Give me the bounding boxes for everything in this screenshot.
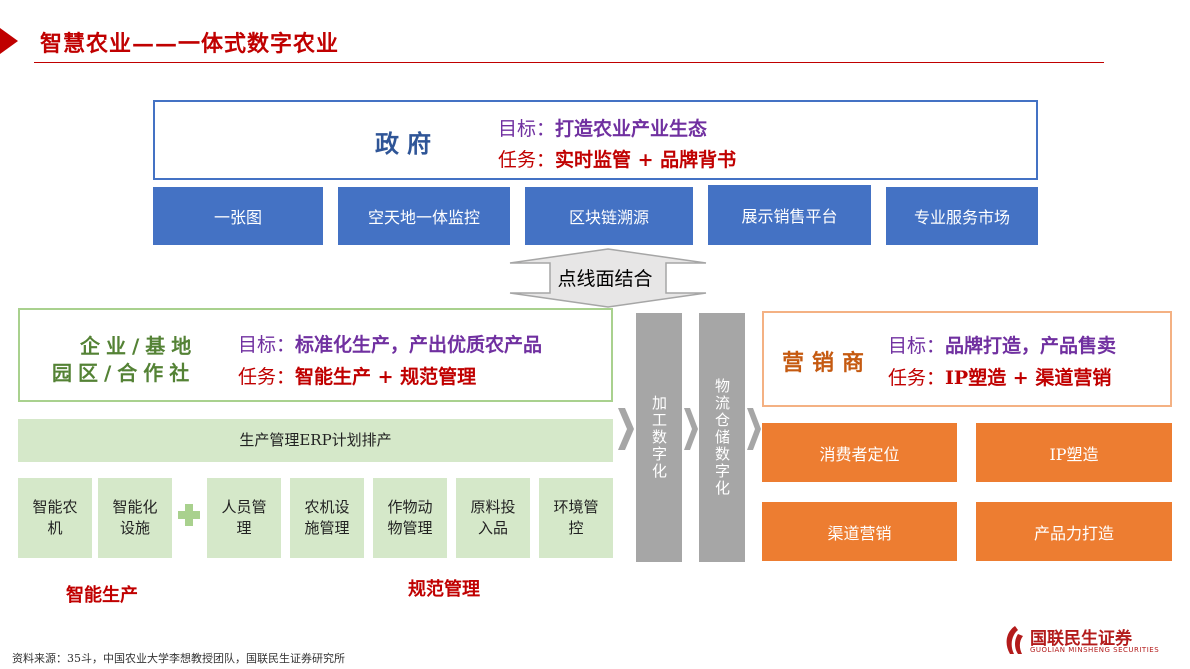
- government-task-value: 实时监管 + 品牌背书: [555, 149, 737, 171]
- chevron-right-icon: [618, 408, 634, 450]
- marketer-task: 任务：IP塑造 + 渠道营销: [888, 363, 1111, 390]
- enterprise-name-line2: 园区/合作社: [52, 361, 196, 385]
- marketer-name: 营销商: [782, 350, 873, 376]
- smart-production-label: 智能生产: [66, 585, 138, 606]
- item-raw-inputs: 原料投入品: [456, 478, 530, 558]
- item-personnel: 人员管理: [207, 478, 281, 558]
- marketer-box: [762, 311, 1172, 407]
- source-note: 资料来源：35斗，中国农业大学李想教授团队，国联民生证券研究所: [12, 652, 345, 665]
- item-smart-machinery: 智能农机: [18, 478, 92, 558]
- standard-mgmt-label: 规范管理: [408, 579, 480, 600]
- erp-bar: 生产管理ERP计划排产: [18, 419, 613, 462]
- item-machinery-mgmt: 农机设施管理: [290, 478, 364, 558]
- enterprise-goal-value: 标准化生产，产出优质农产品: [295, 334, 543, 356]
- gov-box-service-market: 专业服务市场: [886, 187, 1038, 245]
- marketer-goal: 目标：品牌打造，产品售卖: [888, 331, 1116, 358]
- gov-box-map: 一张图: [153, 187, 323, 245]
- company-logo-name: 国联民生证券: [1030, 629, 1132, 649]
- mkt-box-consumer-positioning: 消费者定位: [762, 423, 957, 482]
- government-goal-value: 打造农业产业生态: [555, 118, 708, 140]
- gov-box-monitoring: 空天地一体监控: [338, 187, 510, 245]
- chevron-right-icon: [684, 408, 698, 450]
- enterprise-goal: 目标：标准化生产，产出优质农产品: [238, 330, 542, 357]
- marketer-task-label: 任务：: [888, 367, 946, 389]
- processing-digitization: 加工数字化: [636, 313, 682, 562]
- government-goal-label: 目标：: [498, 118, 556, 140]
- enterprise-name-line1: 企业/基地: [80, 334, 198, 358]
- page-title: 智慧农业——一体式数字农业: [40, 31, 340, 57]
- government-task: 任务：实时监管 + 品牌背书: [498, 145, 736, 172]
- company-logo-subtitle: GUOLIAN MINSHENG SECURITIES: [1030, 646, 1160, 654]
- enterprise-task-label: 任务：: [238, 366, 296, 388]
- government-box: [153, 100, 1038, 180]
- enterprise-task: 任务：智能生产 + 规范管理: [238, 362, 476, 389]
- double-arrow-icon: [509, 248, 707, 308]
- item-environment-control: 环境管控: [539, 478, 613, 558]
- marketer-goal-value: 品牌打造，产品售卖: [945, 335, 1117, 357]
- marketer-goal-label: 目标：: [888, 335, 946, 357]
- enterprise-box: [18, 308, 613, 402]
- government-name: 政府: [375, 129, 439, 158]
- chevron-right-icon: [747, 408, 761, 450]
- connector-label: 点线面结合: [557, 267, 653, 290]
- mkt-box-channel-marketing: 渠道营销: [762, 502, 957, 561]
- government-task-label: 任务：: [498, 149, 556, 171]
- plus-icon: [178, 504, 200, 526]
- mkt-box-product-strength: 产品力打造: [976, 502, 1172, 561]
- logistics-digitization: 物流仓储数字化: [699, 313, 745, 562]
- gov-box-sales-platform: 展示销售平台: [708, 185, 871, 245]
- gov-box-blockchain: 区块链溯源: [525, 187, 693, 245]
- item-smart-facilities: 智能化设施: [98, 478, 172, 558]
- marketer-task-value: IP塑造 + 渠道营销: [945, 367, 1112, 389]
- enterprise-goal-label: 目标：: [238, 334, 296, 356]
- mkt-box-ip-building: IP塑造: [976, 423, 1172, 482]
- government-goal: 目标：打造农业产业生态: [498, 114, 707, 141]
- company-logo-icon: [1006, 626, 1023, 654]
- item-crop-animal-mgmt: 作物动物管理: [373, 478, 447, 558]
- header-divider: [34, 62, 1104, 63]
- header-triangle-icon: [0, 28, 18, 54]
- enterprise-task-value: 智能生产 + 规范管理: [295, 366, 477, 388]
